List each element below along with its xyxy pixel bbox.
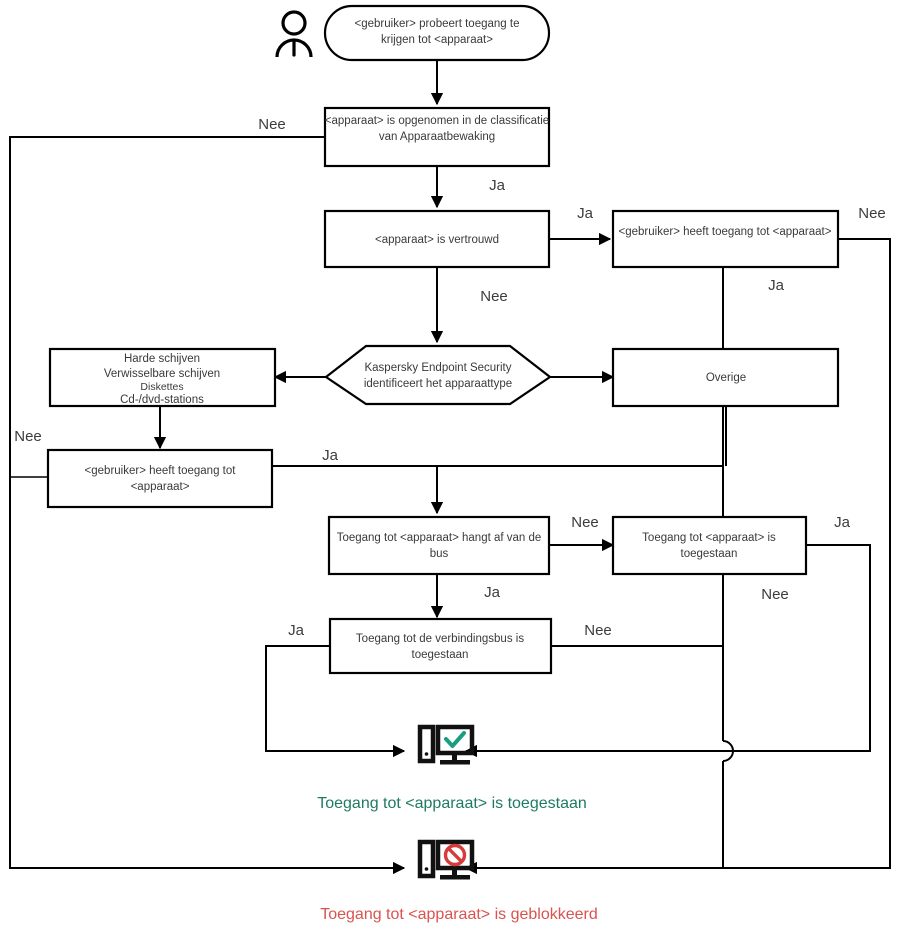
node-trusted-line-0: <apparaat> is vertrouwd [375,234,499,246]
edge-label-classified-yes: Ja [489,177,506,194]
edge-classified-no-to-blocked [9,136,406,875]
node-user-access-left-line-1: <apparaat> [131,481,190,493]
node-access-allowed: Toegang tot <apparaat> is toegestaan [611,515,808,576]
node-other-line-0: Overige [706,372,746,384]
monitor-blocked-icon [417,839,475,880]
node-start-line-0: <gebruiker> probeert toegang te [355,18,520,30]
edge-accessallowed-yes-to-allowed [464,544,871,758]
edge-label-user-access-left-no: Nee [14,428,42,445]
node-user-access-device-left: <gebruiker> heeft toegang tot <apparaat> [46,448,274,509]
node-device-types-line-0: Harde schijven [124,353,200,365]
edge-label-trusted-yes: Ja [577,205,594,222]
node-user-access-left-line-0: <gebruiker> heeft toegang tot [85,465,237,477]
node-identify-line-0: Kaspersky Endpoint Security [364,362,511,374]
node-depends-on-bus: Toegang tot <apparaat> hangt af van de b… [327,515,551,576]
user-icon [275,10,313,58]
edge-label-bus-allowed-no: Nee [584,622,612,639]
node-identify: Kaspersky Endpoint Security identificeer… [324,344,552,406]
node-access-allowed-line-1: toegestaan [681,548,738,560]
caption-access-blocked: Toegang tot <apparaat> is geblokkeerd [320,906,598,923]
edge-label-user-access-top-no: Nee [858,205,886,222]
node-depends-bus-line-0: Toegang tot <apparaat> hangt af van de [337,532,542,544]
node-device-types-line-2: Diskettes [140,381,183,393]
edge-label-trusted-no: Nee [480,288,508,305]
node-start: <gebruiker> probeert toegang te krijgen … [323,4,551,62]
edge-label-bus-allowed-yes: Ja [288,622,305,639]
node-bus-allowed-line-0: Toegang tot de verbindingsbus is [356,633,524,645]
edge-busallowed-yes-to-allowed [265,645,406,758]
node-bus-allowed: Toegang tot de verbindingsbus is toegest… [328,617,553,675]
node-classified: <apparaat> is opgenomen in de classifica… [323,106,551,168]
edge-label-user-access-top-yes: Ja [768,277,785,294]
node-user-access-device-top: <gebruiker> heeft toegang tot <apparaat> [611,209,840,269]
monitor-check-icon [417,724,475,765]
node-user-access-top-line-0: <gebruiker> heeft toegang tot <apparaat> [619,226,832,238]
edge-label-classified-no: Nee [258,116,286,133]
edge-label-user-access-left-yes: Ja [322,447,339,464]
edge-label-access-allowed-yes: Ja [834,514,851,531]
node-identify-line-1: identificeert het apparaattype [364,378,512,390]
edge-label-bus-depends-no: Nee [571,514,599,531]
caption-access-allowed: Toegang tot <apparaat> is toegestaan [317,795,587,812]
node-depends-bus-line-1: bus [430,548,449,560]
node-classified-line-0: <apparaat> is opgenomen in de classifica… [325,115,549,127]
node-bus-allowed-line-1: toegestaan [412,649,469,661]
node-access-allowed-line-0: Toegang tot <apparaat> is [642,532,776,544]
edge-label-bus-depends-yes: Ja [484,584,501,601]
node-start-line-1: krijgen tot <apparaat> [381,34,493,46]
node-device-types-line-3: Cd-/dvd-stations [120,394,204,406]
node-classified-line-1: van Apparaatbewaking [379,131,495,143]
edge-label-access-allowed-no: Nee [761,586,789,603]
edge-useraccess-top-no-to-blocked [464,238,891,875]
node-other: Overige [611,347,840,408]
node-trusted: <apparaat> is vertrouwd [323,209,551,269]
node-device-types-line-1: Verwisselbare schijven [104,368,220,380]
node-device-types: Harde schijven Verwisselbare schijven Di… [48,347,277,408]
